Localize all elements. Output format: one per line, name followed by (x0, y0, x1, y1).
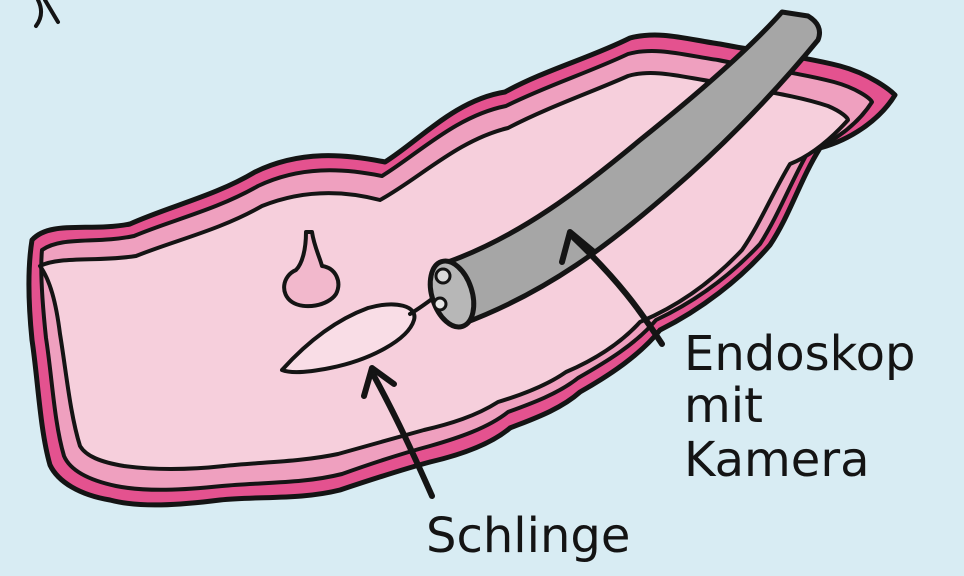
label-schlinge: Schlinge (426, 508, 630, 564)
label-mit: mit (684, 378, 763, 434)
working-channel-icon (434, 298, 446, 310)
cropped-glyph (36, 0, 58, 26)
label-kamera: Kamera (684, 432, 869, 488)
label-endoskop: Endoskop (684, 326, 916, 382)
camera-lens-icon (436, 269, 450, 283)
